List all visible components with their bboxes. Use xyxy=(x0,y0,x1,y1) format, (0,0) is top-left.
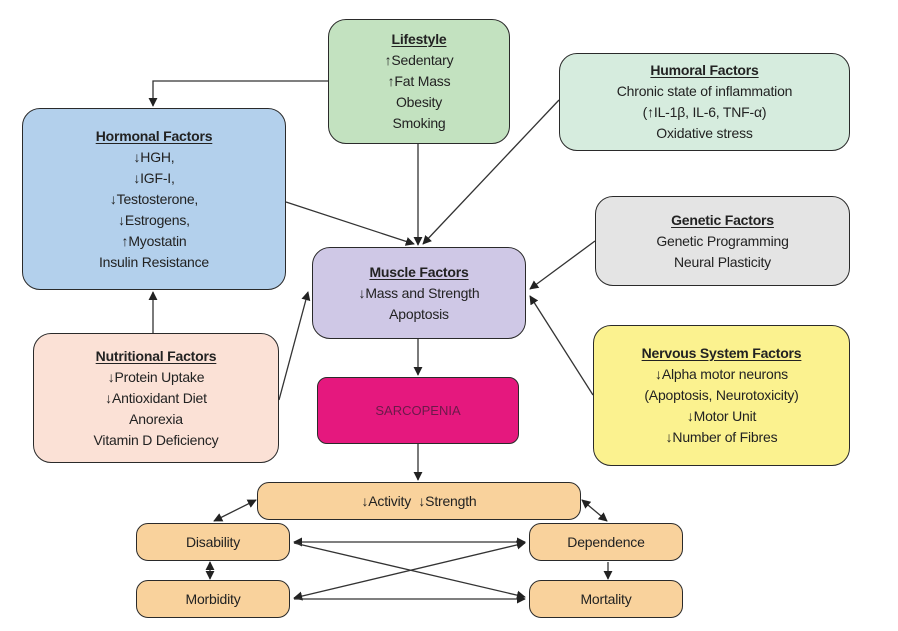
node-title: Lifestyle xyxy=(391,31,447,47)
dependence-label: Dependence xyxy=(567,533,645,550)
node-line: Vitamin D Deficiency xyxy=(93,431,219,448)
node-title: Hormonal Factors xyxy=(95,127,213,144)
node-line: ↓HGH, xyxy=(133,148,175,165)
node-line: ↓Number of Fibres xyxy=(665,429,778,445)
arrow-humoral-to-muscle xyxy=(422,99,560,245)
sarcopenia-node: SARCOPENIA xyxy=(317,377,519,444)
arrow-nutritional-to-muscle xyxy=(278,291,311,401)
node-title: Nervous System Factors xyxy=(641,345,802,361)
node-line: Obesity xyxy=(395,94,443,110)
muscle-factors-node: Muscle Factors ↓Mass and Strength Apopto… xyxy=(312,247,526,339)
node-line: ↓Mass and Strength xyxy=(358,284,480,301)
mortality-label: Mortality xyxy=(580,590,632,607)
node-line: Apoptosis xyxy=(389,305,449,322)
node-line: ↓Alpha motor neurons xyxy=(655,366,788,382)
morbidity-node: Morbidity xyxy=(136,580,290,618)
node-line: ↑Fat Mass xyxy=(387,73,451,89)
arrow-hormonal-to-muscle xyxy=(285,201,415,246)
humoral-factors-node: Humoral Factors Chronic state of inflamm… xyxy=(559,53,850,151)
node-line: Neural Plasticity xyxy=(674,253,771,270)
arrow-nervous-to-muscle xyxy=(529,295,594,396)
node-line: ↓Motor Unit xyxy=(686,408,757,424)
dependence-node: Dependence xyxy=(529,523,683,561)
disability-node: Disability xyxy=(136,523,290,561)
arrow-lifestyle-to-hormonal xyxy=(148,80,328,107)
node-line: ↑Sedentary xyxy=(384,52,454,68)
node-title: Humoral Factors xyxy=(650,62,759,78)
arrow-activity-dependence xyxy=(581,499,608,522)
lifestyle-node: Lifestyle ↑Sedentary ↑Fat Mass Obesity S… xyxy=(328,19,510,144)
node-title: Genetic Factors xyxy=(671,211,774,228)
node-line: (Apoptosis, Neurotoxicity) xyxy=(644,387,799,403)
nervous-system-factors-node: Nervous System Factors ↓Alpha motor neur… xyxy=(593,325,850,466)
node-line: ↓Protein Uptake xyxy=(107,368,205,385)
node-line: ↓IGF-I, xyxy=(133,169,175,186)
node-line: Insulin Resistance xyxy=(98,253,209,270)
activity-label: ↓Activity ↓Strength xyxy=(361,492,477,509)
node-line: ↑Myostatin xyxy=(121,232,187,249)
node-line: Chronic state of inflammation xyxy=(616,83,793,99)
node-title: Muscle Factors xyxy=(369,263,469,280)
genetic-factors-node: Genetic Factors Genetic Programming Neur… xyxy=(595,196,850,286)
nutritional-factors-node: Nutritional Factors ↓Protein Uptake ↓Ant… xyxy=(33,333,279,463)
node-line: Oxidative stress xyxy=(656,125,753,141)
sarcopenia-label: SARCOPENIA xyxy=(375,403,461,418)
arrow-dependence-morbidity xyxy=(293,540,526,601)
activity-strength-node: ↓Activity ↓Strength xyxy=(257,482,581,520)
disability-label: Disability xyxy=(185,533,240,550)
node-line: Anorexia xyxy=(129,410,183,427)
hormonal-factors-node: Hormonal Factors ↓HGH, ↓IGF-I, ↓Testoste… xyxy=(22,108,286,290)
arrow-genetic-to-muscle xyxy=(529,240,596,290)
node-line: ↓Estrogens, xyxy=(118,211,190,228)
node-title: Nutritional Factors xyxy=(95,347,217,364)
node-line: Genetic Programming xyxy=(656,232,789,249)
node-line: (↑IL-1β, IL-6, TNF-α) xyxy=(642,104,767,120)
arrow-activity-disability xyxy=(213,499,257,522)
node-line: ↓Testosterone, xyxy=(109,190,199,207)
node-line: Smoking xyxy=(392,115,446,131)
node-line: ↓Antioxidant Diet xyxy=(105,389,207,406)
morbidity-label: Morbidity xyxy=(185,590,241,607)
mortality-node: Mortality xyxy=(529,580,683,618)
